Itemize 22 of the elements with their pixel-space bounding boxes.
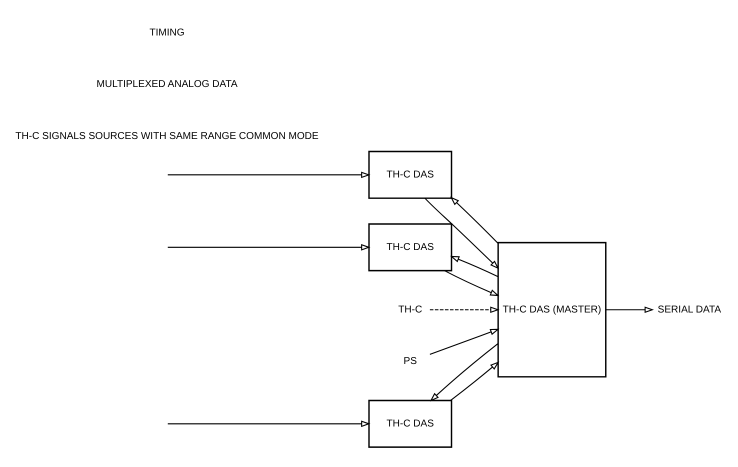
node-box: TH-C DAS xyxy=(368,400,452,448)
arrow xyxy=(430,343,498,402)
node-box: TH-C DAS xyxy=(368,223,452,272)
arrow xyxy=(424,198,500,270)
arrow xyxy=(450,361,500,401)
arrow xyxy=(168,420,370,428)
node-text: PS xyxy=(404,356,417,368)
arrow xyxy=(168,172,370,178)
arrow xyxy=(430,306,500,313)
node-box: TH-C DAS xyxy=(368,150,452,199)
node-text: TH-C xyxy=(398,304,422,316)
arrow xyxy=(430,328,500,355)
arrow xyxy=(450,256,498,278)
node-box: TH-C DAS (MASTER) xyxy=(497,242,606,378)
arrow xyxy=(450,196,498,244)
arrow xyxy=(606,306,654,313)
node-text: SERIAL DATA xyxy=(658,304,722,316)
label: TH-C SIGNALS SOURCES WITH SAME RANGE COMMON MODE xyxy=(15,130,319,142)
label: MULTIPLEXED ANALOG DATA xyxy=(96,79,238,90)
arrow xyxy=(444,270,500,296)
label: TIMING xyxy=(149,27,185,38)
arrow xyxy=(168,244,370,251)
